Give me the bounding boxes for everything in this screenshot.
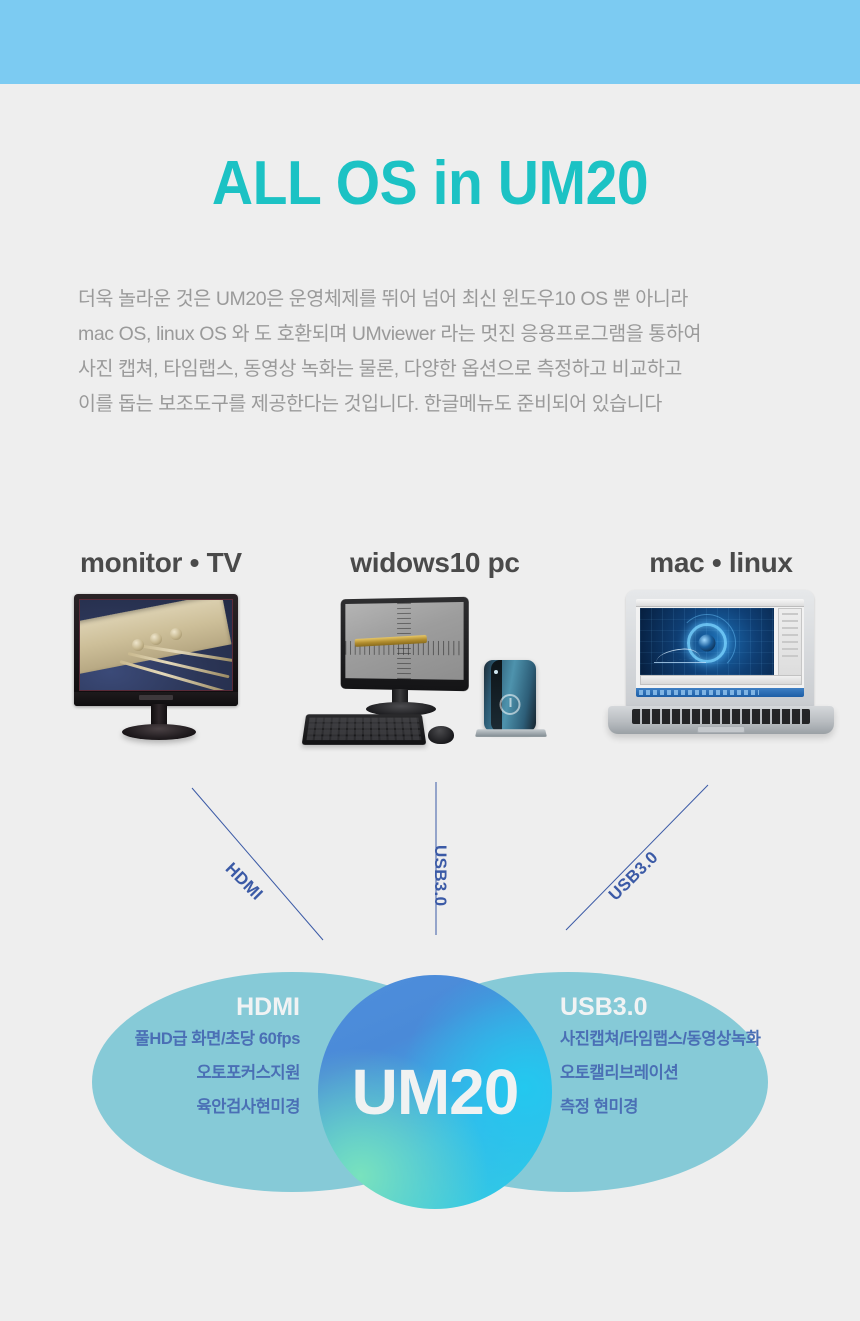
venn-diagram: UM20 HDMI 풀HD급 화면/초당 60fps 오토포커스지원 육안검사현… (0, 960, 860, 1210)
laptop-keyboard (632, 709, 810, 724)
device-title-monitor-tv: monitor • TV (80, 547, 242, 578)
connector-label-usb-center: USB3.0 (431, 845, 450, 907)
venn-right-item: 측정 현미경 (560, 1098, 639, 1116)
description-line: 이를 돕는 보조도구를 제공한다는 것입니다. 한글메뉴도 준비되어 있습니다 (78, 393, 662, 415)
top-color-band (0, 0, 860, 84)
device-title-windows-pc: widows10 pc (350, 547, 520, 578)
app-side-panel (778, 608, 802, 680)
venn-center-circle (318, 975, 552, 1209)
monitor-icon (74, 594, 244, 744)
desktop-pc-icon (300, 594, 570, 764)
monitor-brand-logo (139, 695, 173, 700)
connector-label-usb-right: USB3.0 (604, 847, 662, 905)
microscope-sample-image (80, 600, 232, 690)
monitor-stand-base (122, 724, 196, 740)
app-title-bar (636, 599, 804, 607)
description-line: 더욱 놀라운 것은 UM20은 운영체제를 뛰어 넘어 최신 윈도우10 OS … (78, 288, 688, 310)
umviewer-preview-image (640, 608, 774, 678)
hdmi-connector-line (191, 787, 324, 941)
pc-monitor-bezel (340, 596, 469, 692)
venn-left-item: 육안검사현미경 (196, 1098, 301, 1116)
laptop-lid (626, 590, 814, 708)
laptop-icon (608, 590, 834, 750)
mouse-icon (428, 726, 454, 744)
keyboard-icon (301, 714, 427, 745)
device-column-windows-pc: widows10 pc (300, 548, 570, 764)
laptop-screen (636, 599, 804, 697)
venn-left-heading: HDMI (236, 993, 300, 1021)
monitor-screen (79, 599, 233, 691)
venn-left-content: HDMI 풀HD급 화면/초당 60fps 오토포커스지원 육안검사현미경 (60, 960, 301, 1124)
monitor-stand-neck (151, 704, 167, 728)
venn-right-heading: USB3.0 (560, 993, 648, 1021)
venn-right-content: USB3.0 사진캡쳐/타임랩스/동영상녹화 오토캘리브레이션 측정 현미경 (560, 960, 820, 1124)
venn-left-item: 풀HD급 화면/초당 60fps (134, 1030, 301, 1048)
venn-right-item: 오토캘리브레이션 (560, 1064, 679, 1082)
connector-label-hdmi: HDMI (221, 858, 267, 904)
monitor-tv-illustration (58, 594, 298, 764)
os-taskbar (636, 688, 804, 697)
desktop-pc-illustration (300, 594, 570, 764)
device-row: monitor • TV (0, 548, 860, 788)
app-bottom-toolbar (640, 675, 802, 685)
venn-center-label: UM20 (351, 1056, 520, 1128)
measurement-sample-image (345, 601, 464, 680)
description-line: 사진 캡쳐, 타임랩스, 동영상 녹화는 물론, 다양한 옵션으로 측정하고 비… (78, 358, 682, 380)
device-column-monitor-tv: monitor • TV (58, 548, 298, 764)
pc-monitor-base (366, 702, 436, 716)
laptop-trackpad (697, 726, 745, 733)
venn-right-item: 사진캡쳐/타임랩스/동영상녹화 (560, 1030, 761, 1048)
description-line: mac OS, linux OS 와 도 호환되며 UMviewer 라는 멋진… (78, 323, 701, 345)
description-paragraph: 더욱 놀라운 것은 UM20은 운영체제를 뛰어 넘어 최신 윈도우10 OS … (78, 282, 794, 422)
device-column-mac-linux: mac • linux (596, 548, 846, 764)
venn-left-item: 오토포커스지원 (196, 1064, 301, 1082)
page-title: ALL OS in UM20 (211, 149, 649, 218)
device-title-mac-linux: mac • linux (649, 547, 793, 578)
monitor-bezel (74, 594, 238, 706)
pc-tower-base (475, 729, 547, 737)
pc-monitor-screen (345, 601, 464, 680)
pc-tower-icon (484, 660, 536, 732)
laptop-illustration (596, 590, 846, 764)
